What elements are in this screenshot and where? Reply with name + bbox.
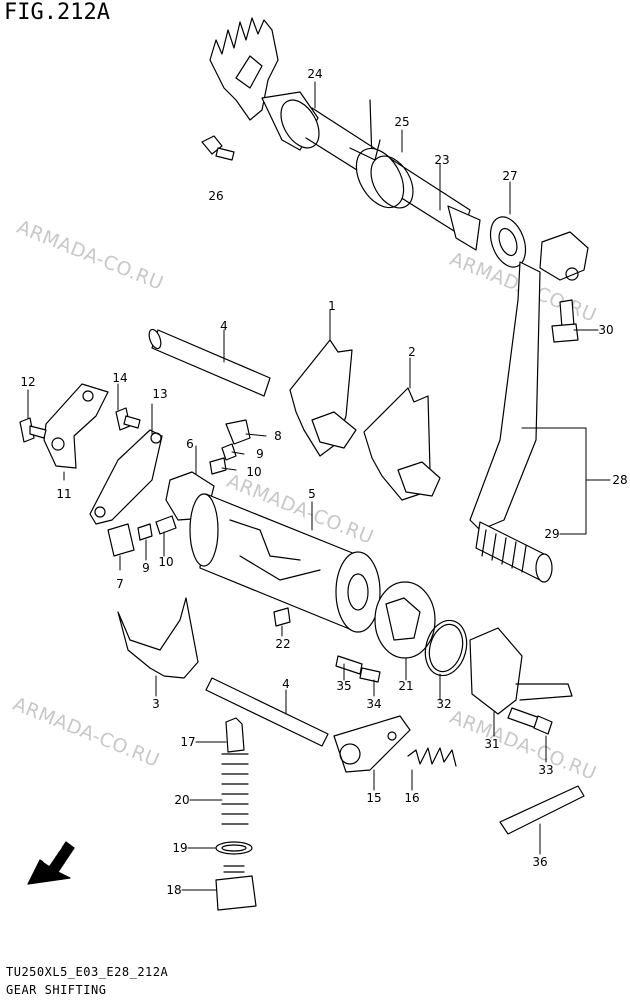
callout-label: 11 xyxy=(56,487,72,501)
leader-lines xyxy=(27,81,611,891)
callout-label: 23 xyxy=(434,153,450,167)
fork-shaft-lower xyxy=(205,677,329,747)
callout-label: 1 xyxy=(328,299,336,313)
callout-label: 20 xyxy=(174,793,190,807)
callout-label: 17 xyxy=(180,735,196,749)
callout-label: 13 xyxy=(152,387,168,401)
callout-label: 15 xyxy=(366,791,382,805)
callout-label: 10 xyxy=(158,555,174,569)
pin-22 xyxy=(273,607,291,627)
callout-label: 33 xyxy=(538,763,554,777)
shift-cam-drum xyxy=(189,493,381,633)
shift-fork-2 xyxy=(363,387,441,501)
callout-label: 32 xyxy=(436,697,452,711)
bolt-26 xyxy=(201,135,235,161)
callout-label: 9 xyxy=(142,561,150,575)
spring-16 xyxy=(407,747,457,767)
model-code: TU250XL5_E03_E28_212A xyxy=(6,965,169,979)
shift-fork-1 xyxy=(289,339,357,457)
bolt-30 xyxy=(551,299,579,343)
callout-label: 14 xyxy=(112,371,128,385)
callout-label: 9 xyxy=(256,447,264,461)
callout-label: 7 xyxy=(116,577,124,591)
callout-label: 21 xyxy=(398,679,414,693)
callout-label: 26 xyxy=(208,189,224,203)
gear-position-switch xyxy=(469,627,573,715)
fork-shaft-upper xyxy=(148,328,271,397)
callout-label: 36 xyxy=(532,855,548,869)
stopper-plates xyxy=(43,383,163,525)
callout-label: 2 xyxy=(408,345,416,359)
gear-shift-cam-stopper xyxy=(374,581,436,659)
callout-label: 30 xyxy=(598,323,614,337)
bracket-36 xyxy=(499,785,585,835)
pin-spring-34-35 xyxy=(335,655,381,683)
callout-label: 29 xyxy=(544,527,560,541)
callout-label: 35 xyxy=(336,679,352,693)
callout-label: 18 xyxy=(166,883,182,897)
callout-label: 8 xyxy=(274,429,282,443)
callout-label: 6 xyxy=(186,437,194,451)
bolt-33 xyxy=(507,707,553,735)
callout-label: 4 xyxy=(282,677,290,691)
o-ring-32 xyxy=(424,619,468,677)
stopper-plug-stack xyxy=(215,717,257,911)
fwd-arrow-icon xyxy=(27,841,75,885)
callout-label: 19 xyxy=(172,841,188,855)
callout-label: 25 xyxy=(394,115,410,129)
gear-shift-lever xyxy=(469,231,589,583)
callout-label: 12 xyxy=(20,375,36,389)
callout-label: 10 xyxy=(246,465,262,479)
callout-label: 4 xyxy=(220,319,228,333)
callout-label: 34 xyxy=(366,697,382,711)
callout-label: 5 xyxy=(308,487,316,501)
callout-label: 16 xyxy=(404,791,420,805)
callout-label: 24 xyxy=(307,67,323,81)
screws-12-14 xyxy=(19,407,141,443)
cam-stopper-15 xyxy=(333,715,411,773)
callout-label: 28 xyxy=(612,473,628,487)
callout-label: 31 xyxy=(484,737,500,751)
callout-label: 3 xyxy=(152,697,160,711)
callout-label: 27 xyxy=(502,169,518,183)
shift-fork-3 xyxy=(117,597,199,679)
section-name: GEAR SHIFTING xyxy=(6,983,107,997)
callout-label: 22 xyxy=(275,637,291,651)
figure-title: FIG.212A xyxy=(4,0,110,25)
shift-shaft-assembly xyxy=(209,17,527,268)
